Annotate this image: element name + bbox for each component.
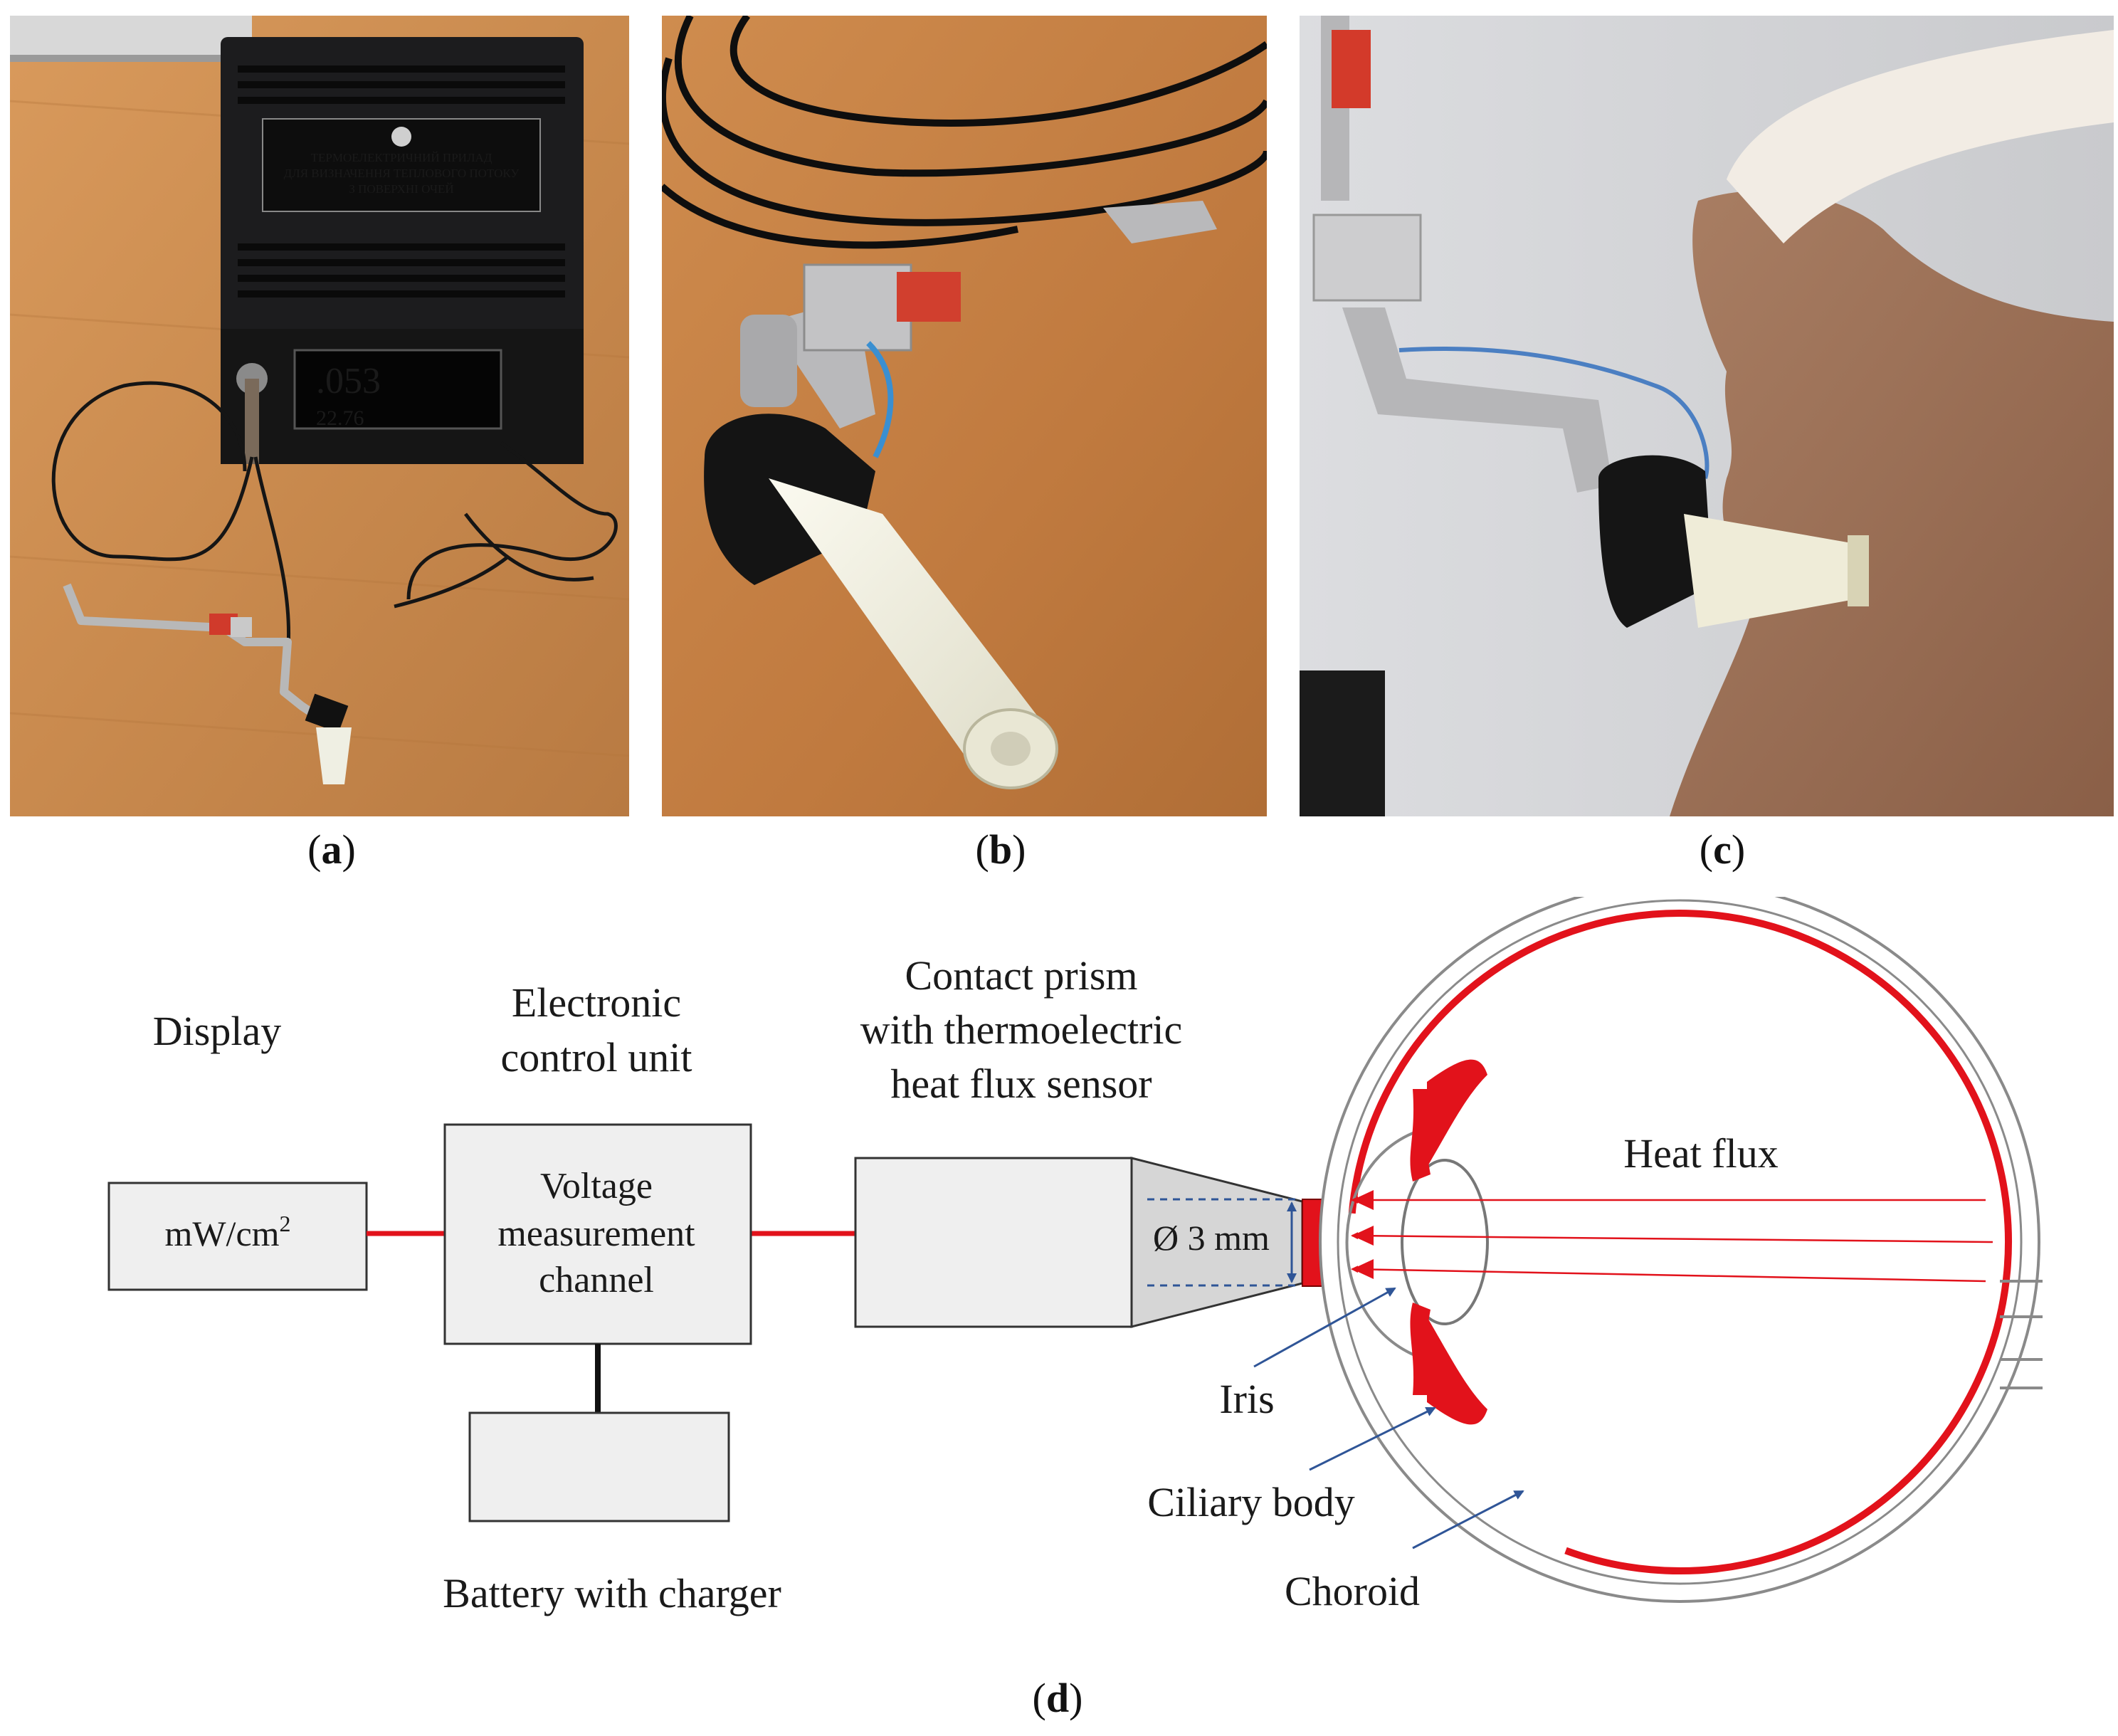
photo-panel-b [662, 16, 1267, 816]
label-choroid: Choroid [1285, 1568, 1420, 1614]
battery-box [468, 1411, 730, 1522]
caption-paren-close: ) [1069, 1675, 1083, 1721]
schematic-diagram: Display Electronic control unit Contact … [107, 897, 2043, 1616]
caption-letter: d [1045, 1675, 1070, 1721]
caption-panel-a: (a) [260, 826, 403, 873]
display-box [107, 1182, 368, 1291]
display-green-readout: 22.76 [316, 406, 364, 430]
device-label-line: ТЕРМОЕЛЕКТРИЧНИЙ ПРИЛАД [311, 151, 492, 164]
voltage-line3: channel [539, 1260, 654, 1300]
label-ciliary: Ciliary body [1147, 1479, 1355, 1525]
voltage-line2: measurement [497, 1214, 695, 1254]
caption-paren-close: ) [1012, 826, 1026, 873]
label-ecu-line2: control unit [500, 1034, 692, 1080]
display-red-readout: .053 [316, 361, 381, 401]
caption-paren-close: ) [342, 826, 356, 873]
pointer-iris [1253, 1287, 1396, 1368]
pointer-choroid [1412, 1490, 1524, 1550]
device-label-line: З ПОВЕРХНІ ОЧЕЙ [349, 182, 453, 196]
heat-flux-arrows [1351, 1190, 1993, 1283]
caption-letter: b [989, 826, 1013, 873]
label-battery: Battery with charger [443, 1570, 781, 1616]
label-iris: Iris [1219, 1376, 1274, 1422]
device-label-line: ДЛЯ ВИЗНАЧЕННЯ ТЕПЛОВОГО ПОТОКУ [284, 167, 520, 180]
caption-paren-open: ( [307, 826, 322, 873]
caption-paren-close: ) [1731, 826, 1746, 873]
label-prism-line2: with thermoelectric [860, 1006, 1183, 1053]
eye-illustration [1319, 897, 2043, 1603]
label-ecu-line1: Electronic [512, 979, 681, 1026]
pointer-ciliary [1309, 1406, 1436, 1471]
label-heat-flux: Heat flux [1623, 1130, 1778, 1177]
caption-letter: a [321, 826, 342, 873]
label-prism-line1: Contact prism [905, 952, 1137, 999]
photo-panel-c [1300, 16, 2114, 816]
caption-panel-d: (d) [986, 1674, 1129, 1722]
caption-panel-b: (b) [929, 826, 1072, 873]
prism-housing [854, 1157, 1133, 1328]
label-prism-line3: heat flux sensor [890, 1061, 1152, 1107]
caption-letter: c [1713, 826, 1732, 873]
voltage-line1: Voltage [540, 1166, 653, 1206]
display-box-unit: mW/cm2 [164, 1211, 290, 1253]
label-diameter: Ø 3 mm [1153, 1218, 1270, 1258]
ecu-box [443, 1123, 752, 1345]
label-display: Display [153, 1008, 281, 1054]
photo-panel-a: .053 22.76 ТЕРМОЕЛЕКТРИЧНИЙ ПРИЛАД ДЛЯ ВИ… [10, 16, 629, 816]
caption-paren-open: ( [1032, 1675, 1046, 1721]
caption-paren-open: ( [975, 826, 989, 873]
caption-paren-open: ( [1699, 826, 1714, 873]
caption-panel-c: (c) [1651, 826, 1793, 873]
